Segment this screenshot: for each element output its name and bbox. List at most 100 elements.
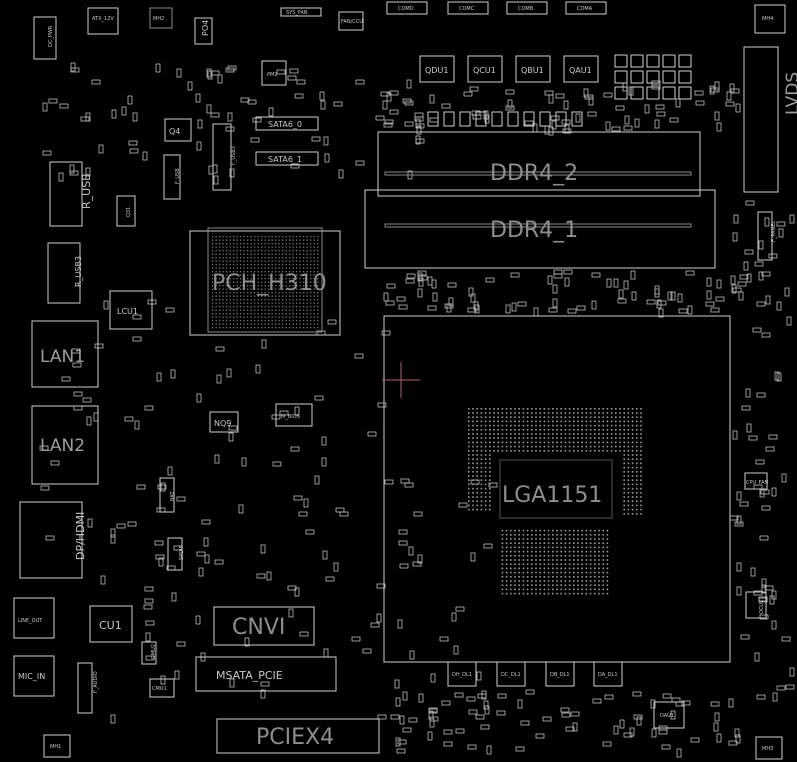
svg-text:ATX_12V: ATX_12V: [92, 16, 114, 22]
ddr4-2-slot[interactable]: DDR4_2: [377, 131, 701, 197]
svg-text:DC_DL1: DC_DL1: [501, 672, 521, 678]
dh-dl1-inductor: DH_DL1: [447, 661, 477, 687]
mic-in-jack[interactable]: MIC_IN: [13, 655, 55, 697]
qbu1-mosfet: QBU1: [515, 55, 551, 83]
svg-text:DC_PWR: DC_PWR: [48, 25, 54, 47]
svg-text:PM1: PM1: [267, 72, 278, 78]
svg-text:LCU1: LCU1: [117, 307, 138, 316]
mh2-mounting-hole: MH2: [149, 7, 173, 29]
pm1-chip: PM1: [261, 60, 287, 86]
svg-text:SPDIF: SPDIF: [179, 545, 185, 560]
svg-text:DMU2: DMU2: [151, 644, 157, 659]
svg-text:F_USB3: F_USB3: [231, 146, 237, 165]
svg-text:DDR4_1: DDR4_1: [490, 218, 578, 243]
lcu1-lan-controller: LCU1: [109, 290, 153, 330]
mh3-mounting-hole: MH3: [755, 736, 783, 760]
dmu2-chip: DMU2: [141, 641, 157, 665]
svg-text:DDR4_2: DDR4_2: [490, 161, 578, 186]
svg-text:OCU1: OCU1: [759, 600, 765, 614]
lga1151-cpu-socket[interactable]: LGA1151: [383, 315, 731, 663]
dc-pwr-connector[interactable]: DC_PWR: [33, 16, 57, 60]
com-d-header[interactable]: COMD: [386, 1, 428, 15]
dp-hdmi-port[interactable]: DP/HDMI: [19, 501, 87, 579]
ocu1-chip: OCU1: [745, 591, 767, 619]
fan-ccu-chip: FAN/CCU: [338, 11, 364, 31]
q31-mosfet: Q31: [116, 195, 136, 227]
svg-text:PO4: PO4: [201, 20, 210, 36]
svg-text:F_USB: F_USB: [175, 168, 181, 184]
dc-dl1-inductor: DC_DL1: [496, 661, 526, 687]
r-usb-port[interactable]: R_USB: [49, 161, 93, 227]
sata6-1-port[interactable]: SATA6_1: [255, 151, 319, 166]
cmu1-chip: CMU1: [149, 678, 175, 698]
msata-pcie-slot[interactable]: MSATA_PCIE: [195, 656, 337, 692]
svg-text:F_PANEL: F_PANEL: [771, 221, 777, 242]
svg-text:NQ9: NQ9: [214, 419, 231, 428]
svg-text:QDU1: QDU1: [425, 66, 448, 75]
cnvi-slot[interactable]: CNVI: [213, 606, 315, 646]
f-usb3-header[interactable]: F_USB3: [212, 123, 237, 191]
f-panel-header[interactable]: F_PANEL: [757, 211, 777, 261]
svg-text:Q31: Q31: [126, 207, 132, 217]
svg-text:MH2: MH2: [153, 16, 164, 22]
svg-text:DA_DL1: DA_DL1: [598, 672, 618, 678]
svg-text:BAT: BAT: [170, 491, 176, 501]
svg-text:QCU1: QCU1: [473, 66, 496, 75]
line-out-jack[interactable]: LINE_OUT: [13, 597, 55, 639]
svg-text:FAN/CCU: FAN/CCU: [341, 19, 363, 25]
svg-text:QAU1: QAU1: [569, 66, 592, 75]
q4-mosfet: Q4: [164, 118, 192, 142]
ddr4-1-slot[interactable]: DDR4_1: [364, 189, 716, 269]
svg-text:LAN1: LAN1: [40, 347, 85, 367]
qau1-mosfet: QAU1: [563, 55, 599, 83]
po4-component: PO4: [194, 17, 213, 45]
svg-text:MH3: MH3: [762, 746, 773, 752]
cu1-audio-codec: CU1: [89, 605, 133, 643]
svg-text:COMB: COMB: [518, 6, 534, 12]
svg-text:PCIEX4: PCIEX4: [256, 725, 334, 750]
r-usb3-port[interactable]: R_USB3: [47, 242, 83, 304]
lan2-port[interactable]: LAN2: [31, 405, 99, 485]
svg-text:SATA6_1: SATA6_1: [268, 155, 302, 164]
svg-text:DAU1: DAU1: [660, 713, 674, 719]
svg-text:LGA1151: LGA1151: [502, 483, 602, 508]
com-b-header[interactable]: COMB: [506, 1, 548, 15]
lvds-connector[interactable]: LVDS: [743, 46, 797, 193]
com-c-header[interactable]: COMC: [447, 1, 489, 15]
svg-text:F_AUDIO: F_AUDIO: [93, 671, 99, 693]
svg-text:SATA6_0: SATA6_0: [268, 120, 302, 129]
svg-text:CMU1: CMU1: [152, 686, 167, 692]
qcu1-mosfet: QCU1: [467, 55, 503, 83]
crosshair-marker: [382, 362, 420, 398]
f-usb-header[interactable]: F_USB: [163, 154, 181, 200]
svg-text:LINE_OUT: LINE_OUT: [18, 618, 43, 624]
svg-text:CPU_FAN: CPU_FAN: [746, 480, 769, 486]
pciex4-slot[interactable]: PCIEX4: [216, 718, 380, 754]
cpu-fan-header[interactable]: CPU_FAN: [744, 472, 769, 490]
da-dl1-inductor: DA_DL1: [593, 661, 623, 687]
sys-fan-header[interactable]: SYS_FAN: [280, 7, 322, 17]
spdif-header[interactable]: SPDIF: [167, 537, 185, 571]
lan1-port[interactable]: LAN1: [31, 320, 99, 388]
f-audio-header[interactable]: F_AUDIO: [77, 662, 99, 714]
sata6-0-port[interactable]: SATA6_0: [255, 116, 319, 131]
svg-text:CU1: CU1: [99, 619, 122, 632]
com-a-header[interactable]: COMA: [565, 1, 607, 15]
bat-holder: BAT: [159, 477, 176, 513]
atx-12v-connector[interactable]: ATX_12V: [87, 7, 119, 35]
svg-text:DH_DL1: DH_DL1: [452, 672, 472, 678]
svg-text:DB_DL1: DB_DL1: [550, 672, 570, 678]
nq9-mosfet: NQ9: [209, 411, 239, 433]
svg-text:COMA: COMA: [577, 6, 593, 12]
mh4-mounting-hole: MH4: [754, 4, 786, 34]
pch-chipset: PCH_H310: [189, 227, 341, 336]
svg-text:PCH_H310: PCH_H310: [212, 271, 327, 296]
m-bios-chip: M_BIOS: [275, 403, 313, 427]
svg-text:R_USB3: R_USB3: [74, 256, 83, 287]
svg-text:LAN2: LAN2: [40, 436, 85, 456]
svg-text:DP/HDMI: DP/HDMI: [74, 512, 87, 560]
svg-text:MH1: MH1: [50, 744, 61, 750]
svg-text:R_USB: R_USB: [80, 173, 93, 209]
svg-text:LVDS: LVDS: [783, 72, 797, 115]
